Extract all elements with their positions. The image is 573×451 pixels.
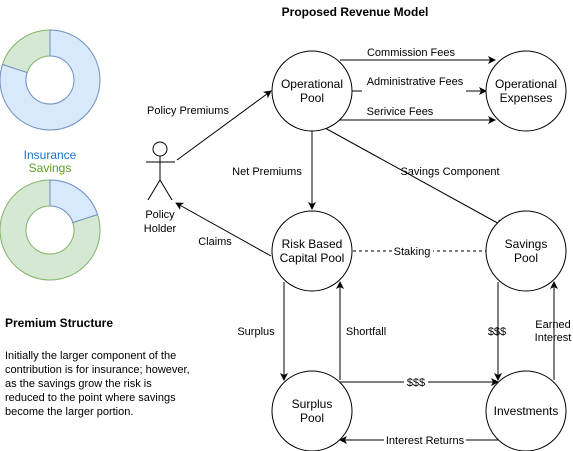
label-savings-dollars: $$$	[488, 326, 506, 338]
label-savings-component: Savings Component	[400, 166, 499, 178]
node-surplus-pool	[271, 370, 353, 451]
label-commission-fees: Commission Fees	[367, 47, 456, 59]
edge-claims	[175, 202, 272, 257]
label-staking: Staking	[394, 246, 431, 258]
donut-slice-savings	[1, 29, 51, 74]
premium-structure-text: Initially the larger component of the co…	[5, 350, 190, 418]
node-operational-pool-label-2: Pool	[300, 91, 324, 105]
node-investments	[485, 370, 567, 451]
node-operational-expenses	[485, 50, 567, 132]
label-policy-premiums: Policy Premiums	[147, 105, 229, 117]
premium-structure-heading: Premium Structure	[5, 316, 114, 330]
donut-chart-savings-heavy	[0, 179, 101, 281]
node-policy-holder-label-2: Holder	[144, 223, 177, 235]
node-savings-pool	[485, 210, 567, 292]
label-surplus-dollars: $$$	[407, 377, 425, 389]
node-surplus-pool-label-1: Surplus	[292, 397, 333, 411]
node-risk-pool-label-2: Capital Pool	[280, 251, 345, 265]
donut-chart-insurance-heavy	[0, 29, 101, 131]
node-operational-pool-label-1: Operational	[281, 77, 343, 91]
label-claims: Claims	[198, 236, 232, 248]
node-surplus-pool-label-2: Pool	[300, 411, 324, 425]
legend-savings: Savings	[29, 161, 72, 175]
node-investments-label: Investments	[494, 404, 559, 418]
donut-slice-insurance	[49, 179, 99, 224]
label-interest-returns: Interest Returns	[386, 435, 465, 447]
label-earned-interest-1: Earned	[535, 319, 570, 331]
label-surplus: Surplus	[237, 326, 275, 338]
legend-insurance: Insurance	[24, 148, 77, 162]
node-operational-pool	[271, 50, 353, 132]
node-savings-pool-label-2: Pool	[514, 251, 538, 265]
node-risk-pool	[271, 210, 353, 292]
node-risk-pool-label-1: Risk Based	[282, 237, 343, 251]
node-operational-expenses-label-1: Operational	[495, 77, 557, 91]
label-administrative-fees: Administrative Fees	[367, 76, 464, 88]
node-savings-pool-label-1: Savings	[505, 237, 548, 251]
node-policy-holder-label-1: Policy	[145, 209, 175, 221]
donut-slice-savings	[0, 179, 101, 281]
edge-savings-component	[324, 127, 504, 227]
label-shortfall: Shortfall	[346, 326, 386, 338]
diagram-title: Proposed Revenue Model	[282, 5, 429, 19]
node-operational-expenses-label-2: Expenses	[500, 91, 553, 105]
person-icon	[146, 141, 175, 201]
edge-policy-premiums	[176, 90, 272, 161]
label-service-fees: Serivice Fees	[367, 106, 434, 118]
label-net-premiums: Net Premiums	[232, 166, 302, 178]
donut-slice-insurance	[0, 29, 101, 131]
label-earned-interest-2: Interest	[535, 332, 572, 344]
